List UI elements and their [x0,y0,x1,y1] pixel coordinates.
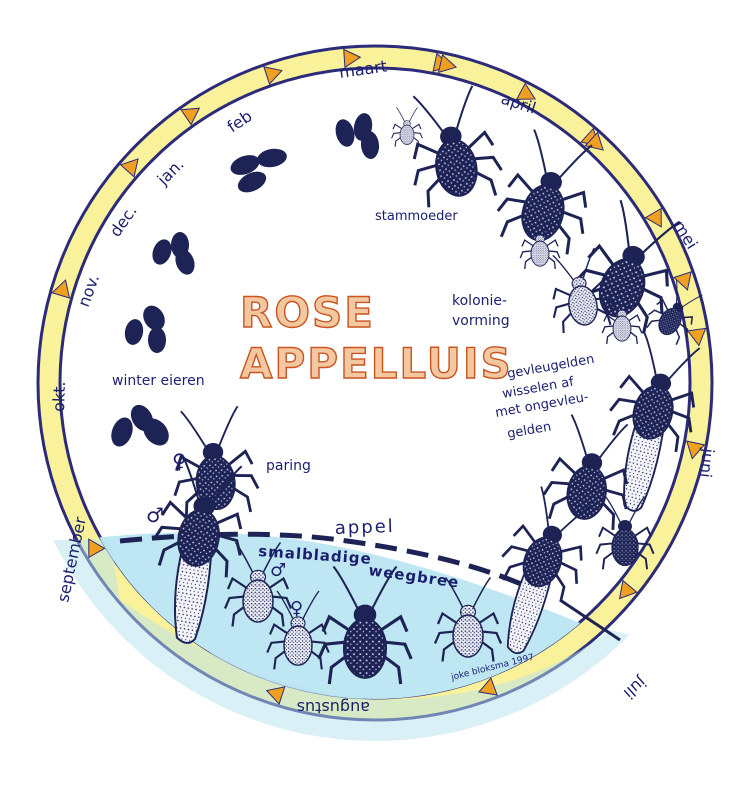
male-symbol: ♂ [270,560,286,581]
label-kolonie-2: vorming [452,313,510,329]
month-juli: juli [620,672,651,703]
label-stammoeder: stammoeder [375,209,458,224]
female-symbol: ♀ [290,598,303,619]
month-juni: juni [696,447,718,479]
label-kolonie-1: kolonie- [452,293,507,309]
label-wintereieren: winter eieren [112,373,205,389]
title-line-2: APPELLUIS [240,339,513,388]
month-okt: okt. [49,381,69,412]
female-symbol: ♀ [172,449,187,473]
male-symbol: ♂ [146,503,164,527]
label-paring: paring [266,458,311,474]
label-appel: appel [334,516,395,539]
month-augustus: augustus [297,698,370,717]
title-line-1: ROSE [240,288,375,337]
